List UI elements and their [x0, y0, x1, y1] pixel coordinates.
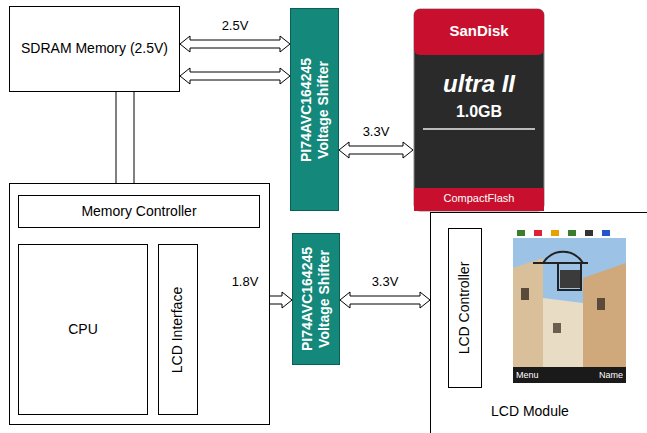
- voltage-shifter-chip: PI74AVC164245 Voltage Shifter: [292, 233, 340, 365]
- bus-line: [116, 92, 134, 183]
- compactflash-card: SanDisk ultra II 1.0GB CompactFlash: [413, 8, 545, 212]
- node-label: LCD Controller: [456, 262, 474, 355]
- voltage-label: 3.3V: [370, 274, 401, 289]
- chip-label: PI74AVC164245 Voltage Shifter: [299, 239, 333, 359]
- module-label: LCD Module: [491, 403, 569, 419]
- lcd-module: LCD Module LCD ControllerMenu Name: [430, 212, 647, 433]
- controller-box: Memory Controller: [18, 195, 260, 228]
- voltage-label: 2.5V: [220, 18, 251, 33]
- bus-arrow: [339, 142, 413, 158]
- interface-box: LCD Interface: [158, 244, 198, 415]
- voltage-label: 3.3V: [361, 124, 392, 139]
- card-print: 1.0GB: [413, 103, 545, 121]
- screen-photo: [513, 228, 626, 383]
- node-label: SDRAM Memory (2.5V): [21, 40, 168, 58]
- softkey-label: Name: [599, 370, 623, 380]
- chip-label: PI74AVC164245 Voltage Shifter: [298, 50, 332, 170]
- softkey-label: Menu: [516, 370, 539, 380]
- node-label: CPU: [68, 321, 98, 339]
- card-print: ultra II: [413, 70, 545, 98]
- processor-chip: Memory ControllerCPU LCD Interface: [9, 183, 270, 425]
- card-print: SanDisk: [413, 22, 545, 39]
- bus-arrow: [340, 292, 430, 308]
- voltage-label: 1.8V: [230, 274, 261, 289]
- bus-arrow: [180, 36, 290, 52]
- cpu-box: CPU: [18, 244, 148, 415]
- bus-arrow: [180, 68, 290, 84]
- card-print: CompactFlash: [413, 192, 545, 204]
- phone-screen: Menu Name: [513, 228, 626, 383]
- node-label: Memory Controller: [81, 203, 196, 221]
- node-label: LCD Interface: [169, 286, 187, 372]
- memory-box: SDRAM Memory (2.5V): [9, 6, 180, 92]
- controller-box: LCD Controller: [448, 228, 482, 388]
- voltage-shifter-chip: PI74AVC164245 Voltage Shifter: [290, 8, 339, 211]
